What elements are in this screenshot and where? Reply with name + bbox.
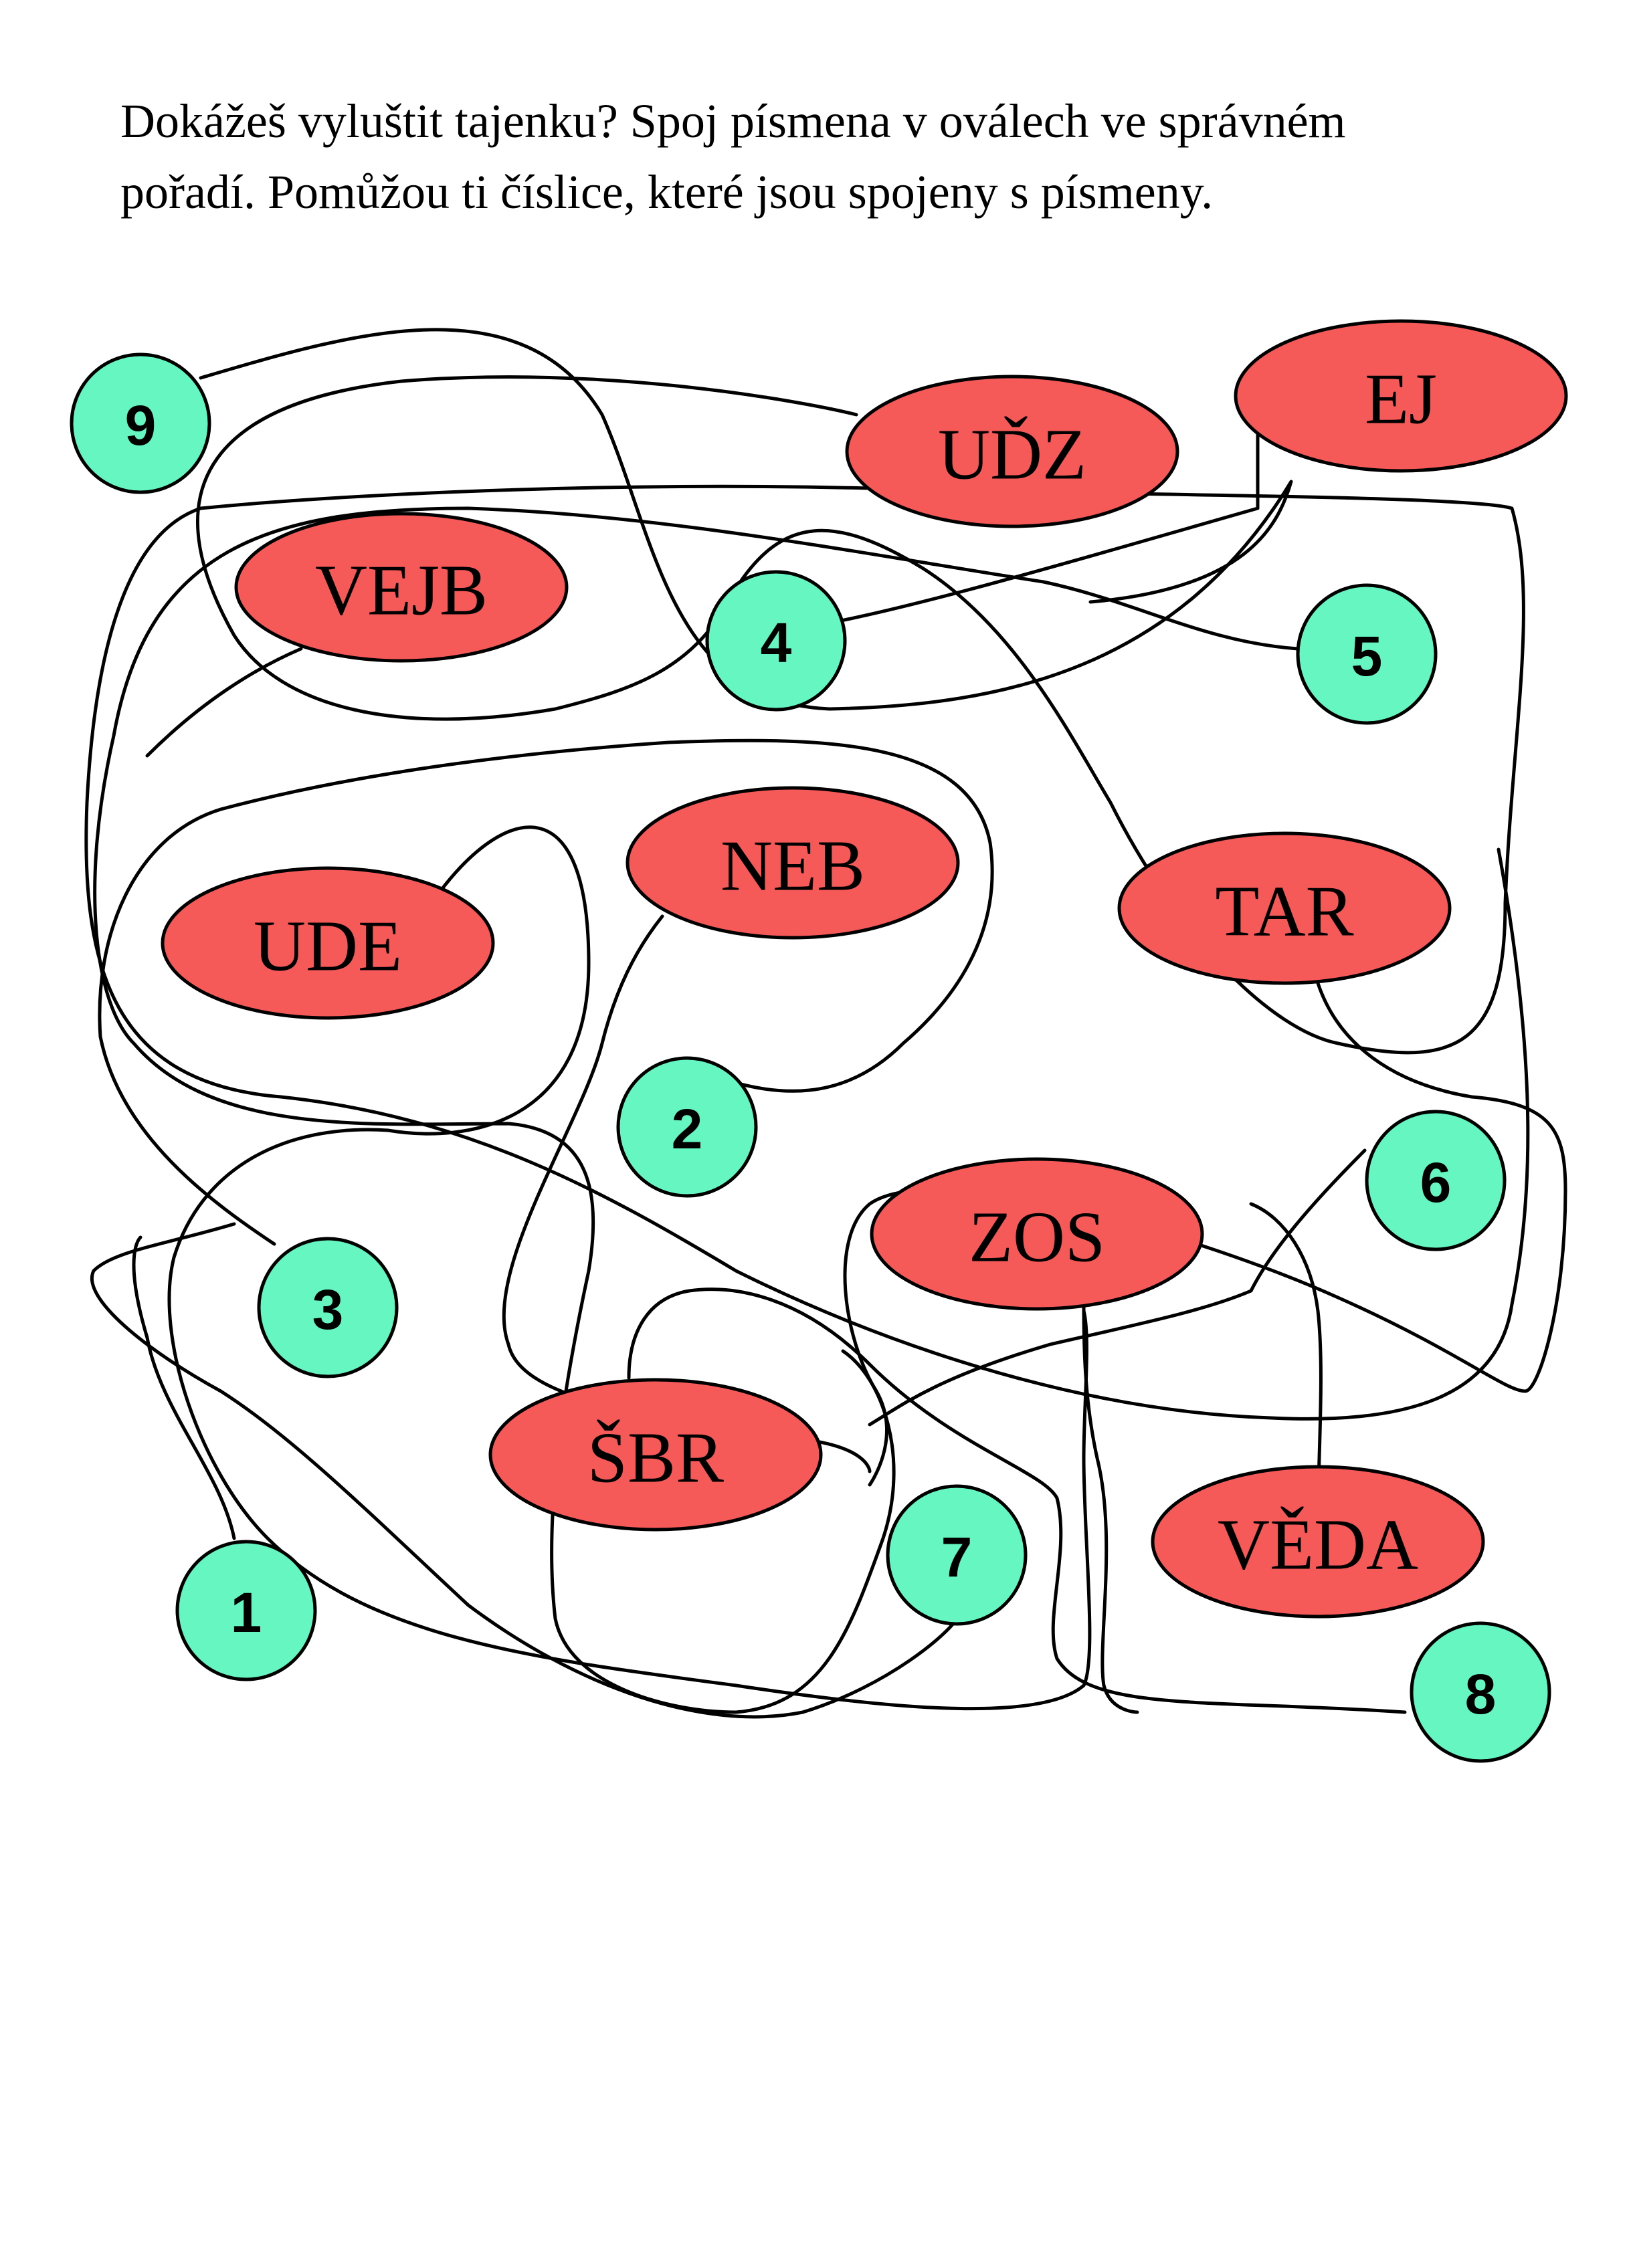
- circle-1: 1: [175, 1540, 317, 1681]
- oval-tar: TAR: [1117, 831, 1452, 985]
- circle-1-label: 1: [231, 1581, 262, 1644]
- oval-neb: NEB: [626, 786, 960, 940]
- circle-6: 6: [1365, 1110, 1507, 1251]
- circle-7-label: 7: [941, 1526, 973, 1588]
- oval-veda-label: VĚDA: [1218, 1506, 1418, 1585]
- instructions-line-1: Dokážeš vyluštit tajenku? Spoj písmena v…: [120, 94, 1346, 148]
- circle-4-label: 4: [761, 611, 792, 674]
- maze-line: [1082, 1302, 1139, 1714]
- circle-5-label: 5: [1351, 625, 1383, 688]
- maze-line: [145, 647, 303, 758]
- oval-zos: ZOS: [870, 1157, 1204, 1311]
- oval-veda: VĚDA: [1151, 1465, 1485, 1619]
- syllable-ovals: UĎZ EJ VEJB NEB UDE TAR: [161, 319, 1568, 1619]
- circle-9: 9: [70, 352, 211, 494]
- maze-line: [868, 1148, 1367, 1427]
- oval-ej-label: EJ: [1365, 360, 1437, 439]
- oval-zos-label: ZOS: [969, 1198, 1105, 1277]
- maze-line: [843, 981, 1567, 1487]
- oval-tar-label: TAR: [1215, 872, 1353, 952]
- circle-5: 5: [1296, 583, 1438, 725]
- maze-line: [90, 1222, 959, 1719]
- circle-4: 4: [705, 570, 847, 712]
- circle-2: 2: [616, 1056, 758, 1198]
- maze-line: [627, 1287, 1407, 1714]
- maze-line: [132, 1235, 236, 1540]
- circle-9-label: 9: [125, 394, 157, 457]
- oval-vejb-label: VEJB: [315, 551, 488, 631]
- oval-ude-label: UDE: [254, 907, 402, 987]
- maze-line: [84, 375, 1530, 1421]
- circle-2-label: 2: [672, 1098, 703, 1160]
- maze-line: [199, 328, 1293, 711]
- oval-udz: UĎZ: [845, 375, 1179, 528]
- instructions-text: Dokážeš vyluštit tajenku? Spoj písmena v…: [120, 86, 1545, 227]
- oval-ej: EJ: [1234, 319, 1568, 473]
- circle-3: 3: [257, 1237, 399, 1378]
- oval-vejb: VEJB: [234, 512, 569, 663]
- oval-sbr: ŠBR: [488, 1378, 823, 1532]
- circle-8: 8: [1410, 1621, 1551, 1763]
- maze-line: [98, 738, 994, 1246]
- oval-neb-label: NEB: [721, 827, 865, 906]
- circle-6-label: 6: [1420, 1151, 1452, 1214]
- circle-3-label: 3: [312, 1278, 344, 1341]
- maze-line: [167, 825, 1092, 1711]
- oval-sbr-label: ŠBR: [587, 1419, 724, 1498]
- oval-ude: UDE: [161, 866, 495, 1020]
- instructions-line-2: pořadí. Pomůžou ti číslice, které jsou s…: [120, 165, 1214, 219]
- circle-7: 7: [886, 1484, 1028, 1626]
- circle-8-label: 8: [1465, 1663, 1497, 1726]
- maze-line: [1249, 1202, 1323, 1527]
- maze-line: [93, 506, 1300, 1714]
- oval-udz-label: UĎZ: [938, 415, 1086, 495]
- number-circles: 9 4 5 2 6 3 7: [70, 352, 1551, 1763]
